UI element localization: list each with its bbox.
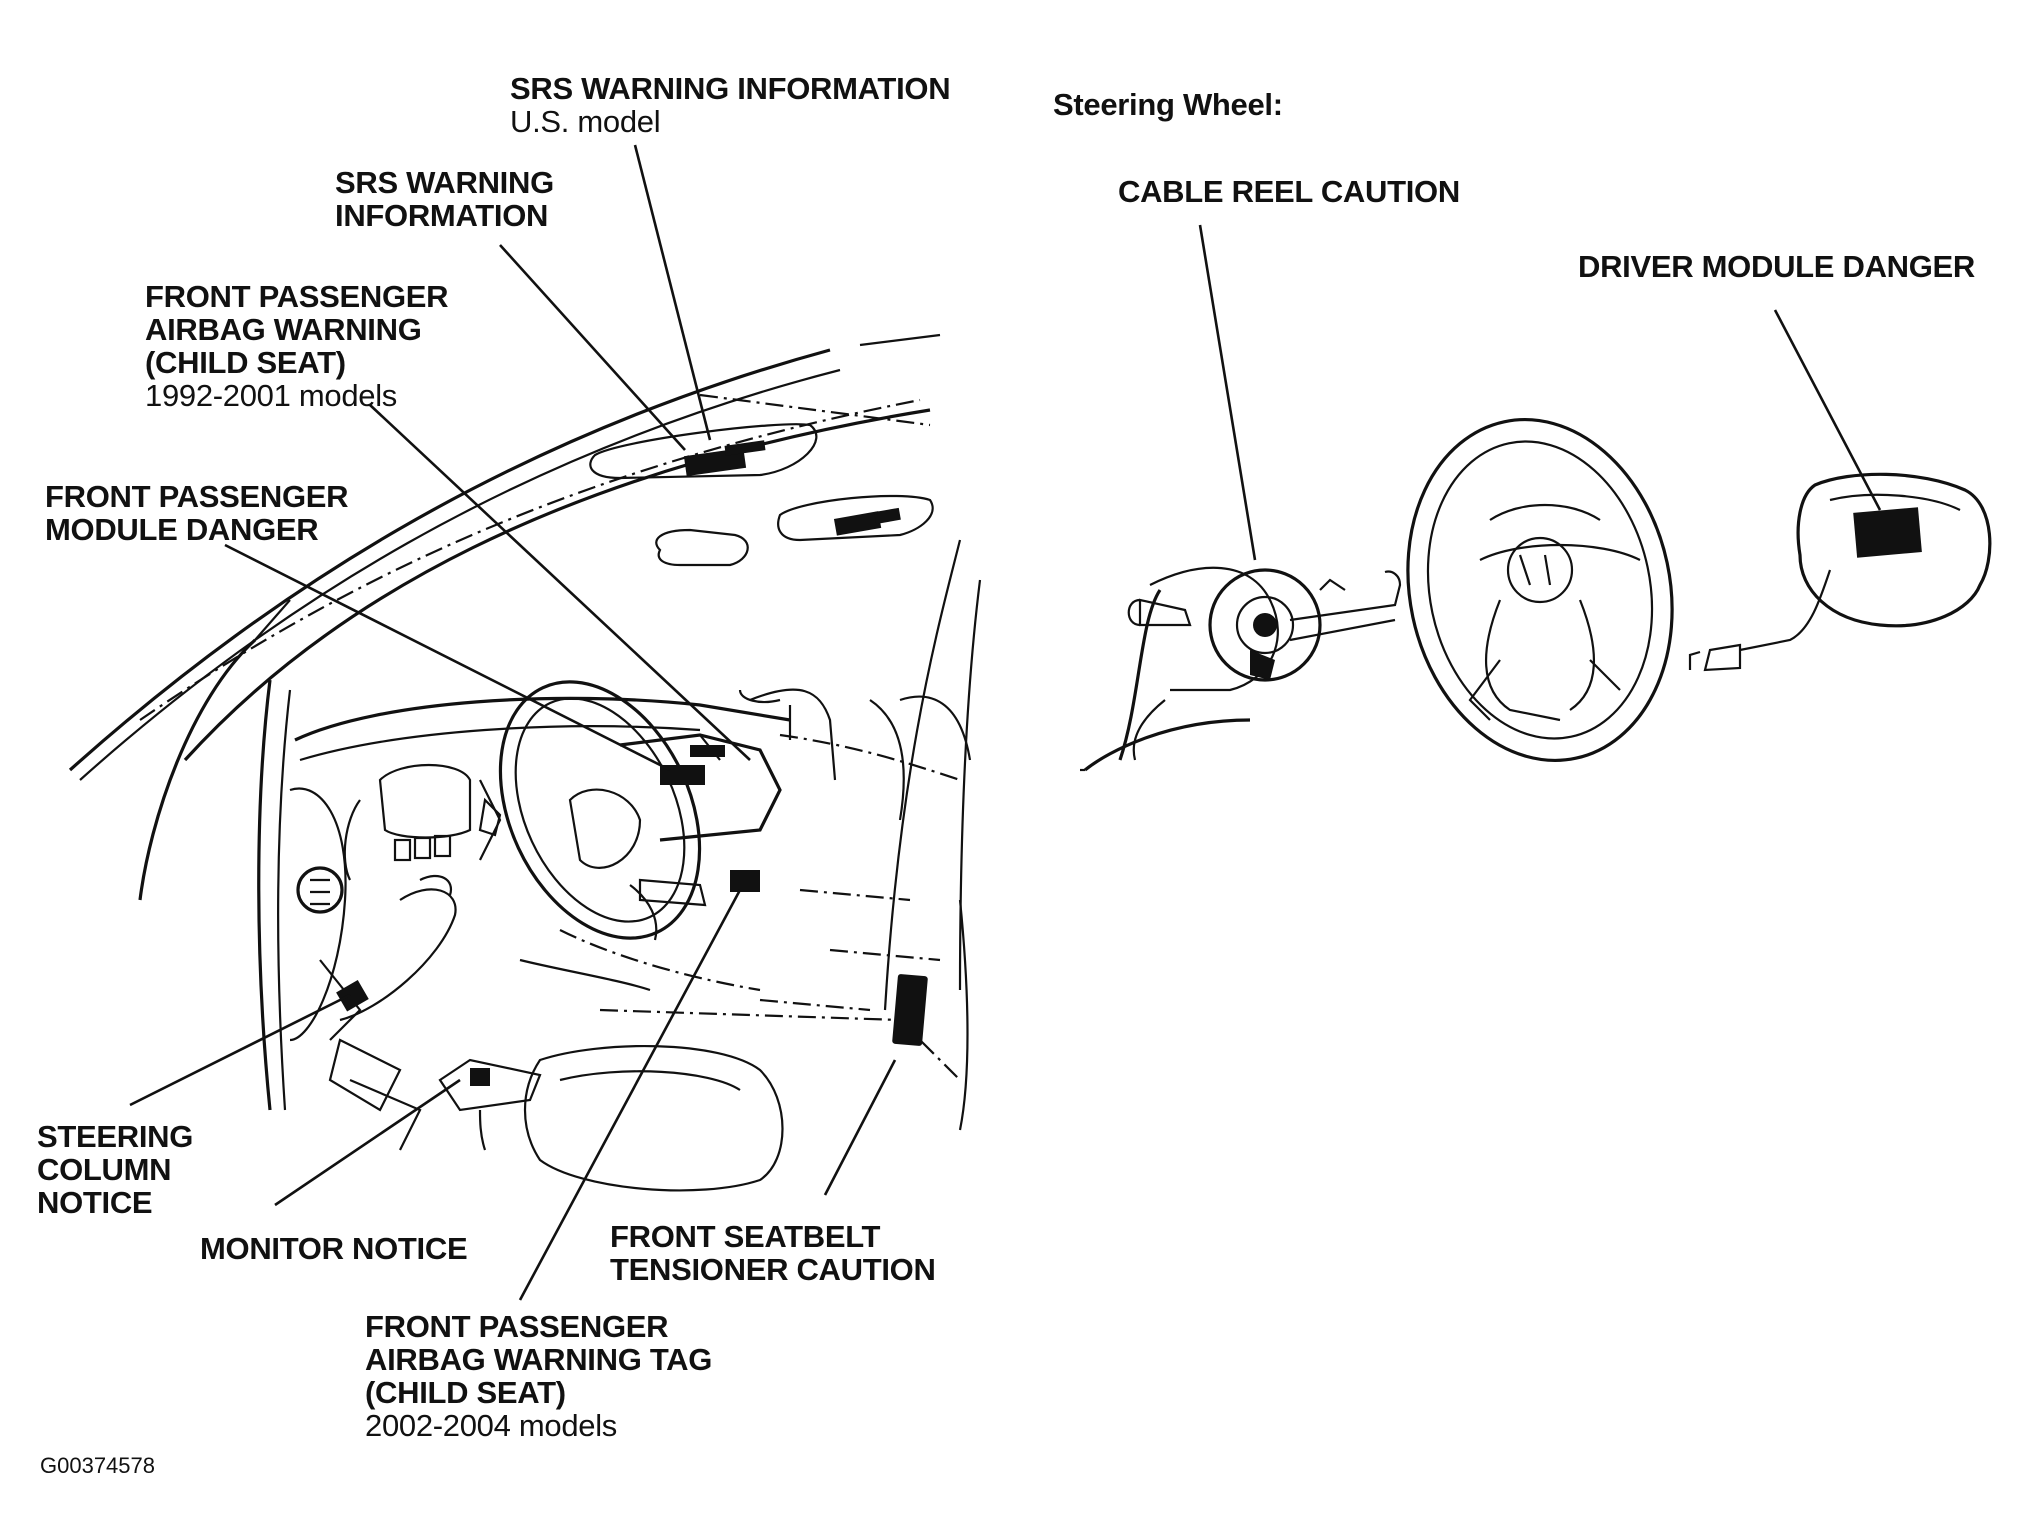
label-srs-warning-info: SRS WARNING INFORMATION bbox=[335, 166, 554, 232]
label-sc-line3: NOTICE bbox=[37, 1185, 153, 1220]
leader-driver-module bbox=[1773, 309, 1882, 511]
label-airbag-warning-tag: FRONT PASSENGER AIRBAG WARNING TAG (CHIL… bbox=[365, 1310, 712, 1442]
label-monitor-notice: MONITOR NOTICE bbox=[200, 1231, 468, 1266]
label-sb-line1: FRONT SEATBELT bbox=[610, 1219, 881, 1254]
label-srs-info-line1: SRS WARNING bbox=[335, 165, 554, 200]
label-fpm-line2: MODULE DANGER bbox=[45, 512, 319, 547]
label-steering-column-notice: STEERING COLUMN NOTICE bbox=[37, 1120, 193, 1219]
label-tag-line1: FRONT PASSENGER bbox=[365, 1309, 669, 1344]
label-steering-wheel-heading: Steering Wheel: bbox=[1053, 88, 1283, 121]
label-cr-text: CABLE REEL CAUTION bbox=[1118, 174, 1460, 209]
label-sw-text: Steering Wheel: bbox=[1053, 87, 1283, 122]
label-fpa-line3: (CHILD SEAT) bbox=[145, 345, 346, 380]
label-fpa-line2: AIRBAG WARNING bbox=[145, 312, 422, 347]
label-dm-text: DRIVER MODULE DANGER bbox=[1578, 249, 1976, 284]
label-cable-reel-caution: CABLE REEL CAUTION bbox=[1118, 175, 1460, 208]
leader-front-pass-module bbox=[224, 543, 671, 772]
label-driver-module-danger: DRIVER MODULE DANGER bbox=[1578, 250, 1975, 283]
label-front-seatbelt-tensioner: FRONT SEATBELT TENSIONER CAUTION bbox=[610, 1220, 936, 1286]
leader-srs-info bbox=[499, 244, 686, 451]
leader-seatbelt bbox=[823, 1059, 897, 1196]
label-tag-sub: 2002-2004 models bbox=[365, 1408, 617, 1443]
label-srs-info-line2: INFORMATION bbox=[335, 198, 549, 233]
leader-steering-column bbox=[129, 993, 351, 1107]
steering-wheel-components-illustration bbox=[1080, 418, 1992, 772]
vehicle-interior-illustration bbox=[68, 333, 982, 1192]
label-fpm-line1: FRONT PASSENGER bbox=[45, 479, 349, 514]
label-front-pass-module-danger: FRONT PASSENGER MODULE DANGER bbox=[45, 479, 349, 547]
label-monitor-text: MONITOR NOTICE bbox=[200, 1231, 468, 1266]
leader-srs-us bbox=[633, 144, 712, 441]
figure-reference-code: G00374578 bbox=[40, 1453, 155, 1478]
label-fpa-sub: 1992-2001 models bbox=[145, 378, 397, 413]
leader-lines bbox=[129, 144, 1882, 1301]
leader-airbag-tag bbox=[518, 889, 742, 1301]
label-tag-line2: AIRBAG WARNING TAG bbox=[365, 1342, 713, 1377]
label-fpa-line1: FRONT PASSENGER bbox=[145, 279, 449, 314]
label-srs-warning-info-us: SRS WARNING INFORMATION U.S. model bbox=[510, 71, 951, 139]
label-sc-line2: COLUMN bbox=[37, 1152, 172, 1187]
label-srs-us-title: SRS WARNING INFORMATION bbox=[510, 71, 951, 106]
leader-monitor-notice bbox=[274, 1078, 461, 1207]
label-tag-line3: (CHILD SEAT) bbox=[365, 1375, 566, 1410]
label-sb-line2: TENSIONER CAUTION bbox=[610, 1252, 936, 1287]
label-sc-line1: STEERING bbox=[37, 1119, 194, 1154]
label-srs-us-sub: U.S. model bbox=[510, 104, 661, 139]
leader-front-pass-airbag bbox=[369, 404, 751, 761]
leader-cable-reel bbox=[1198, 224, 1257, 561]
label-front-pass-airbag-warning: FRONT PASSENGER AIRBAG WARNING (CHILD SE… bbox=[145, 279, 449, 413]
